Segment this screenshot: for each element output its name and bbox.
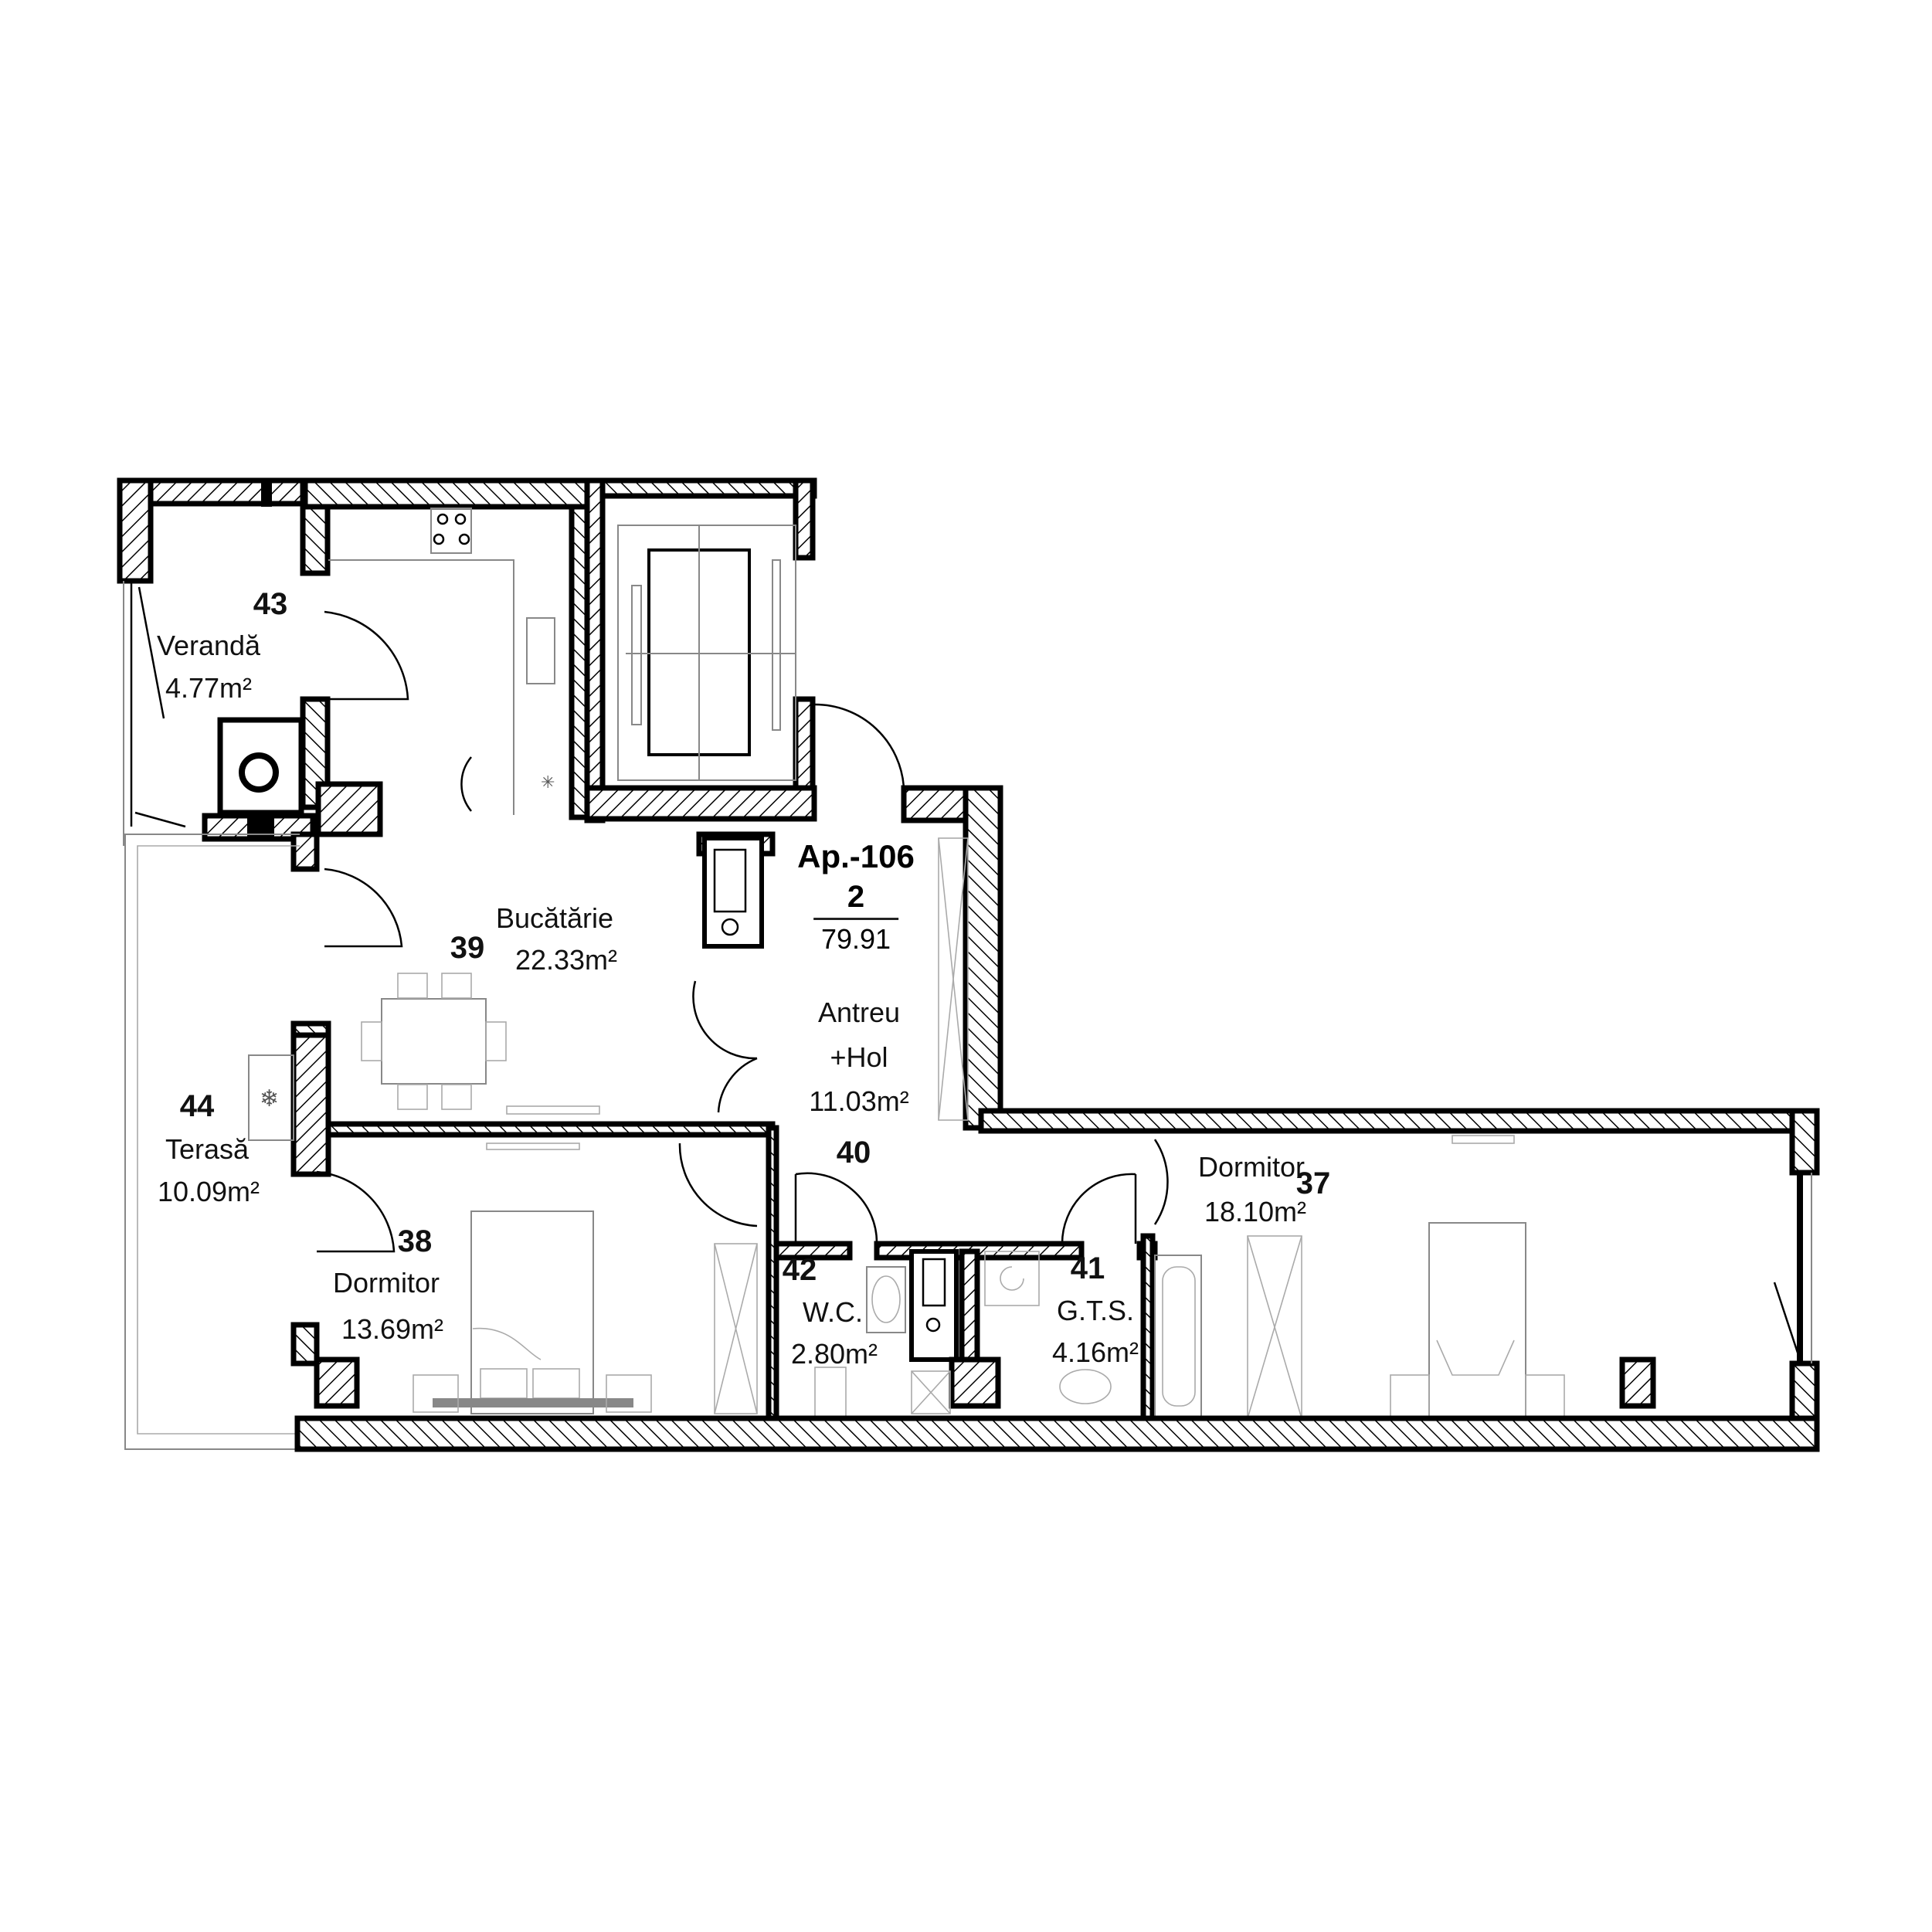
fridge-symbol: ✳ bbox=[541, 772, 555, 792]
apartment-rooms-count: 2 bbox=[847, 880, 865, 914]
terrace-outline: ❄ bbox=[124, 834, 360, 1450]
entrance-door bbox=[814, 703, 905, 789]
room-38-name: Dormitor bbox=[332, 1267, 440, 1299]
room-43-name: Verandă bbox=[156, 630, 261, 661]
apartment-total-area: 79.91 bbox=[820, 923, 891, 955]
kitchen-walls: ✳ bbox=[290, 477, 776, 1143]
room-43-number: 43 bbox=[253, 587, 288, 621]
room-39-area: 22.33m² bbox=[514, 944, 618, 976]
room-40-name-line2: +Hol bbox=[830, 1041, 888, 1073]
room-38-number: 38 bbox=[397, 1224, 433, 1258]
ac-unit-icon: ❄ bbox=[260, 1086, 279, 1112]
room-42-area: 2.80m² bbox=[790, 1338, 878, 1370]
apartment-summary: Ap.-106 2 79.91 bbox=[797, 838, 915, 956]
room-38-area: 13.69m² bbox=[341, 1313, 444, 1345]
room-39-name: Bucătărie bbox=[495, 902, 614, 934]
south-wall bbox=[294, 1415, 1820, 1452]
room-40-name-line1: Antreu bbox=[817, 997, 901, 1028]
room-41-name: G.T.S. bbox=[1056, 1295, 1135, 1326]
bathroom-fixtures bbox=[814, 1233, 1302, 1430]
bedroom-38-furniture bbox=[316, 1143, 758, 1414]
room-37-area: 18.10m² bbox=[1204, 1196, 1307, 1227]
room-40-area: 11.03m² bbox=[809, 1085, 909, 1117]
room-42-name: W.C. bbox=[803, 1296, 863, 1328]
room-43-area: 4.77m² bbox=[165, 672, 253, 704]
room-44-number: 44 bbox=[179, 1089, 215, 1123]
room-44-name: Terasă bbox=[165, 1133, 250, 1165]
apartment-code: Ap.-106 bbox=[797, 838, 915, 874]
bedroom-37-walls bbox=[978, 1108, 1820, 1452]
veranda-walls bbox=[117, 477, 383, 846]
room-42-number: 42 bbox=[782, 1253, 817, 1287]
room-41-number: 41 bbox=[1070, 1251, 1105, 1285]
elevator-shaft bbox=[584, 477, 817, 823]
fraction-bar bbox=[813, 918, 898, 920]
room-37-name: Dormitor bbox=[1197, 1151, 1306, 1183]
room-39-number: 39 bbox=[450, 931, 485, 965]
room-40-number: 40 bbox=[836, 1136, 871, 1170]
room-41-area: 4.16m² bbox=[1051, 1336, 1139, 1368]
room-44-area: 10.09m² bbox=[157, 1176, 260, 1207]
room-37-number: 37 bbox=[1295, 1166, 1331, 1200]
